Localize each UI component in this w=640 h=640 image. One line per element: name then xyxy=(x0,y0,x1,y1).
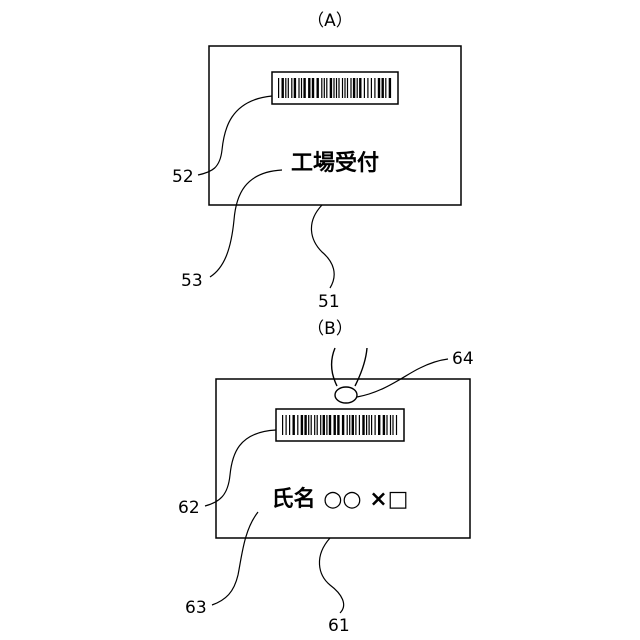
label-61: 61 xyxy=(328,616,350,636)
barcode-bar xyxy=(297,415,298,435)
barcode-bar xyxy=(286,415,287,435)
barcode-bar xyxy=(304,415,306,435)
barcode-bar xyxy=(330,78,332,98)
barcode-bar xyxy=(308,415,309,435)
barcode-bar xyxy=(333,78,334,98)
barcode-bar xyxy=(347,78,348,98)
barcode-bar xyxy=(308,78,310,98)
barcode-bar xyxy=(301,78,302,98)
barcode-bar xyxy=(389,78,391,98)
barcode-bar xyxy=(378,415,380,435)
barcode-bar xyxy=(323,415,325,435)
barcode-bar xyxy=(342,78,343,98)
barcode-bar xyxy=(317,78,319,98)
barcode-bar xyxy=(312,78,314,98)
barcode-bar xyxy=(329,415,331,435)
barcode-bar xyxy=(366,415,367,435)
barcode-bar xyxy=(338,78,339,98)
barcode-bar xyxy=(314,415,315,435)
leader-61 xyxy=(319,538,343,613)
barcode-bar xyxy=(311,415,312,435)
barcode-bar xyxy=(294,78,296,98)
barcode-bar xyxy=(396,415,397,435)
barcode-bar xyxy=(282,78,284,98)
barcode-bar xyxy=(371,415,372,435)
barcode-bar xyxy=(355,415,356,435)
barcode-bar xyxy=(301,415,303,435)
barcode-bar xyxy=(293,415,295,435)
label-52: 52 xyxy=(172,167,194,187)
barcode-bar xyxy=(374,78,375,98)
barcode-bar xyxy=(347,415,348,435)
strap-hole xyxy=(335,387,357,403)
barcode-bar xyxy=(326,78,327,98)
barcode-bar xyxy=(342,415,344,435)
barcode-bar xyxy=(289,415,290,435)
leader-51 xyxy=(311,205,334,288)
barcode-bar xyxy=(364,78,365,98)
barcode-bar xyxy=(350,78,351,98)
card-b-text: 氏名 ○○ ×□ xyxy=(272,486,409,512)
barcode-bar xyxy=(349,415,350,435)
barcode-bar xyxy=(357,78,358,98)
barcode-bar xyxy=(392,415,393,435)
label-51: 51 xyxy=(318,292,340,312)
barcode-bar xyxy=(334,415,336,435)
card-a xyxy=(209,46,461,205)
barcode-bar xyxy=(369,415,370,435)
barcode-bar xyxy=(303,78,305,98)
barcode-bar xyxy=(378,78,380,98)
strap-left xyxy=(331,348,337,386)
barcode-bar xyxy=(386,415,387,435)
label-64: 64 xyxy=(452,349,474,369)
barcode-bar xyxy=(344,78,345,98)
leader-63 xyxy=(212,512,258,605)
barcode-bar xyxy=(317,415,318,435)
barcode-bar xyxy=(298,78,299,98)
barcode-bar xyxy=(324,78,325,98)
caption-a: （A） xyxy=(307,11,353,31)
barcode-b xyxy=(276,409,404,441)
leader-64 xyxy=(357,359,448,397)
card-a-text: 工場受付 xyxy=(291,150,379,176)
barcode-bar xyxy=(352,415,354,435)
barcode-bar xyxy=(320,415,321,435)
barcode-bar xyxy=(321,78,322,98)
barcode-bar xyxy=(326,415,327,435)
barcode-bar xyxy=(336,78,337,98)
barcode-bar xyxy=(291,78,292,98)
barcode-bar xyxy=(390,415,391,435)
label-53: 53 xyxy=(181,271,203,291)
barcode-bar xyxy=(278,78,279,98)
caption-b: （B） xyxy=(307,319,353,339)
barcode-bar xyxy=(288,78,289,98)
barcode-bar xyxy=(383,415,385,435)
barcode-bar xyxy=(359,415,360,435)
strap-right xyxy=(355,348,367,386)
barcode-bar xyxy=(285,78,286,98)
barcode-bar xyxy=(362,415,364,435)
label-63: 63 xyxy=(185,598,207,618)
barcode-bar xyxy=(385,78,386,98)
barcode-bar xyxy=(375,415,376,435)
barcode-bar xyxy=(359,78,361,98)
barcode-bar xyxy=(282,415,283,435)
barcode-bar xyxy=(353,78,355,98)
barcode-bar xyxy=(367,78,368,98)
barcode-bar xyxy=(371,78,372,98)
barcode-a xyxy=(272,72,398,104)
label-62: 62 xyxy=(178,498,200,518)
barcode-bar xyxy=(337,415,339,435)
leader-53 xyxy=(210,170,282,277)
barcode-bar xyxy=(382,78,384,98)
